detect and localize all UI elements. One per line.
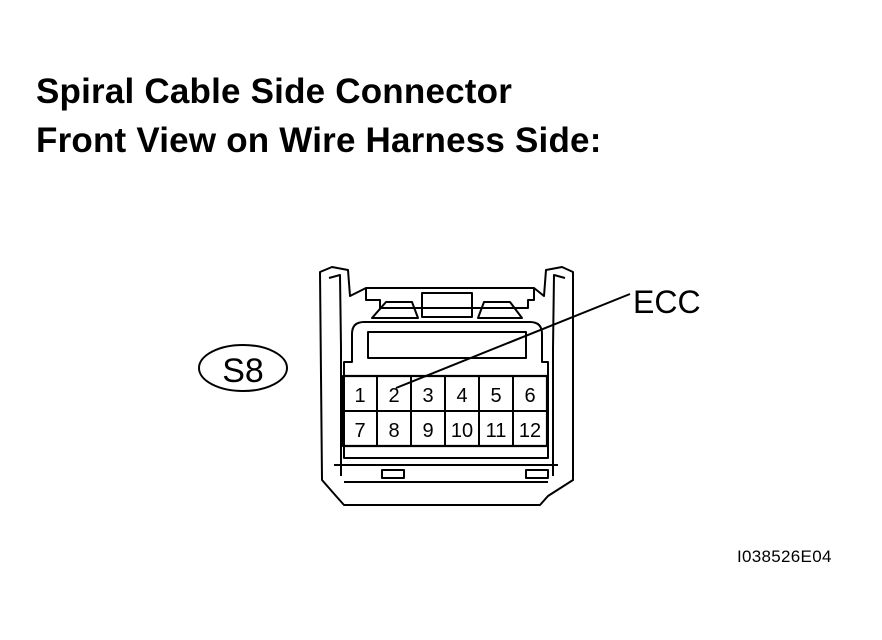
- terminal-9: 9: [422, 420, 433, 442]
- title-line-1: Spiral Cable Side Connector: [36, 72, 513, 111]
- ecc-label: ECC: [633, 284, 701, 320]
- terminal-8: 8: [388, 420, 399, 442]
- terminal-4: 4: [456, 385, 467, 407]
- key-slot: [367, 331, 527, 359]
- ecc-leader-line: [395, 293, 631, 389]
- lock-tab: [421, 292, 473, 318]
- terminal-columns: [376, 376, 514, 446]
- right-latch: [552, 274, 566, 476]
- terminal-12: 12: [519, 420, 541, 442]
- terminal-1: 1: [354, 385, 365, 407]
- terminal-3: 3: [422, 385, 433, 407]
- terminal-5: 5: [490, 385, 501, 407]
- terminal-10: 10: [451, 420, 473, 442]
- connector-id-label: S8: [222, 352, 264, 390]
- terminal-11: 11: [486, 420, 507, 442]
- figure-code: I038526E04: [737, 547, 832, 566]
- left-latch: [328, 274, 342, 476]
- bottom-notch-left: [381, 469, 405, 479]
- connector-id-oval: [198, 344, 288, 392]
- top-frame: [365, 288, 535, 309]
- terminal-6: 6: [524, 385, 535, 407]
- connector-housing: [319, 266, 574, 506]
- terminal-2: 2: [388, 385, 399, 407]
- title-line-2: Front View on Wire Harness Side:: [36, 121, 602, 160]
- lock-rib-right: [477, 301, 523, 319]
- bottom-notch-right: [525, 469, 549, 479]
- lock-rib-left: [371, 301, 419, 319]
- terminal-7: 7: [354, 420, 365, 442]
